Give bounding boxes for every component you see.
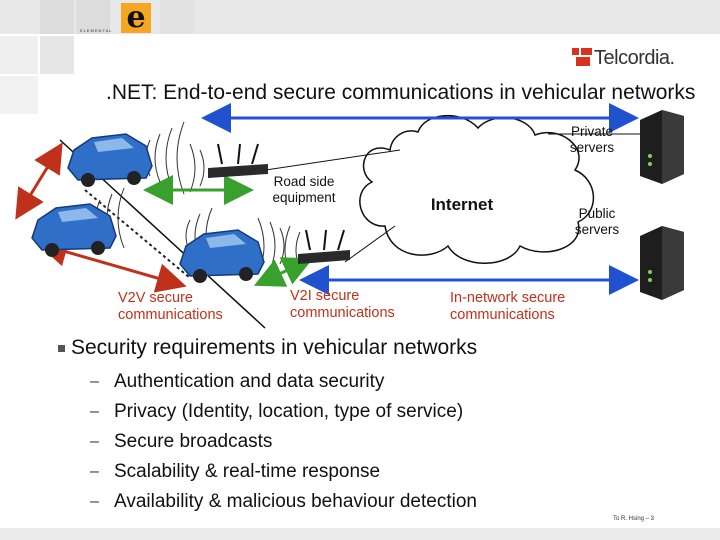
in-network-label: In-network secure communications [450, 290, 566, 323]
telcordia-logo: Telcordia. [594, 47, 675, 69]
side-tile [0, 36, 38, 74]
car-icon [179, 229, 265, 283]
internet-label: Internet [431, 195, 494, 214]
side-tile [40, 36, 74, 74]
header-tile [40, 0, 74, 34]
private-servers-label: Private servers [569, 124, 615, 155]
bullet-heading: Security requirements in vehicular netwo… [58, 336, 477, 360]
footer-bar [0, 528, 720, 540]
rse-to-cloud-line [251, 149, 401, 173]
router-icon [298, 229, 350, 264]
list-item: Privacy (Identity, location, type of ser… [90, 397, 477, 427]
side-tile [0, 76, 38, 114]
router-icon [208, 143, 268, 178]
list-item: Authentication and data security [90, 367, 477, 397]
car-icon [31, 203, 117, 257]
bullet-square-icon [58, 344, 65, 352]
v2i-label: V2I secure communications [290, 288, 395, 321]
requirements-list: Authentication and data security Privacy… [90, 367, 477, 517]
server-icon [640, 110, 684, 184]
public-servers-label: Public servers [574, 206, 620, 237]
list-item: Secure broadcasts [90, 427, 477, 457]
header-tile [160, 0, 194, 34]
server-icon [640, 226, 684, 300]
slide-title: .NET: End-to-end secure communications i… [106, 81, 696, 104]
bullet-heading-text: Security requirements in vehicular netwo… [71, 336, 478, 359]
slide-footer: To R. Hsing – 3 [613, 516, 655, 522]
v2v-label: V2V secure communications [118, 290, 223, 323]
list-item: Availability & malicious behaviour detec… [90, 487, 477, 517]
car-icon [67, 133, 153, 187]
v2i-arrow-bottom [253, 257, 314, 287]
road-side-equipment-label: Road side equipment [272, 174, 336, 205]
header-tile [76, 0, 110, 34]
v2v-arrow-left [15, 142, 63, 220]
top-bar [0, 0, 720, 34]
elemental-logo: e [121, 3, 151, 33]
v2v-arrow-bottom [37, 237, 187, 293]
rse2-to-cloud-line [344, 225, 396, 263]
list-item: Scalability & real-time response [90, 457, 477, 487]
logo-caption: ELEMENTAL [80, 28, 113, 33]
network-diagram: Internet [15, 103, 684, 329]
telcordia-mark-icon [572, 48, 592, 66]
